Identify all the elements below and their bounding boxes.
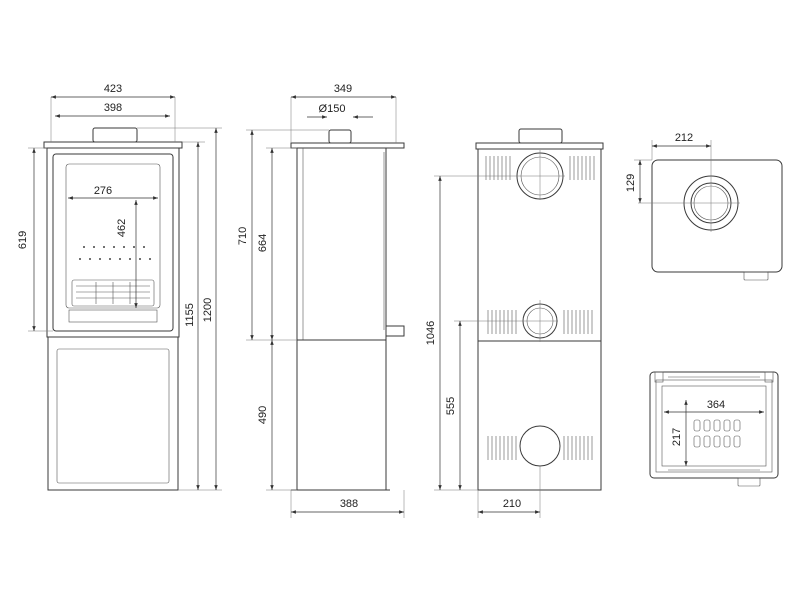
- front-width-inner-label: 398: [104, 102, 122, 114]
- side-top-height-label: 710: [237, 227, 249, 245]
- section-dim-inner-depth: 217: [671, 400, 688, 466]
- rear-view: [475, 128, 604, 491]
- front-width-outer-label: 423: [104, 83, 122, 95]
- side-base-height-label: 490: [257, 406, 269, 424]
- rear-top-outlet-height-label: 1046: [425, 321, 437, 345]
- front-grate: [71, 279, 155, 307]
- front-dim-width-outer: 423: [50, 83, 176, 142]
- side-dim-depth: 349: [290, 83, 397, 143]
- front-dim-glass-height: 462: [116, 200, 138, 308]
- side-flue-diameter-label: Ø150: [319, 103, 346, 115]
- rear-dim-rear-outlet-height: 555: [445, 320, 522, 490]
- front-glass-height-label: 462: [116, 219, 128, 237]
- side-dim-flue-diameter: Ø150: [307, 103, 373, 119]
- front-view: [43, 127, 183, 491]
- side-dim-body-height: 664: [257, 147, 297, 340]
- top-flue-offset-y-label: 129: [625, 174, 637, 192]
- section-inner-width-label: 364: [707, 399, 725, 411]
- section-inner-depth-label: 217: [671, 428, 683, 446]
- front-firebox-height-label: 619: [17, 231, 29, 249]
- rear-dim-base-width: 210: [477, 466, 541, 518]
- rear-base-width-label: 210: [503, 498, 521, 510]
- top-dim-flue-offset-y: 129: [625, 159, 652, 203]
- rear-rear-outlet-height-label: 555: [445, 397, 457, 415]
- side-base-depth-label: 388: [340, 498, 358, 510]
- front-burner-dots: [79, 246, 151, 260]
- side-view: [290, 129, 405, 491]
- side-dim-base-height: 490: [257, 340, 297, 491]
- top-view: [638, 140, 783, 281]
- front-glass-width-label: 276: [94, 185, 112, 197]
- top-dim-flue-offset-x: 212: [651, 132, 711, 160]
- front-total-height-label: 1200: [202, 298, 214, 322]
- top-flue-offset-x-label: 212: [675, 132, 693, 144]
- front-dim-glass-width: 276: [68, 185, 158, 200]
- front-dim-firebox-height: 619: [17, 147, 53, 332]
- section-grate-slots: [693, 419, 741, 448]
- side-dim-base-depth: 388: [290, 490, 405, 518]
- front-dim-width-inner: 398: [55, 102, 170, 118]
- front-flue-height-label: 1155: [184, 303, 196, 327]
- side-body-height-label: 664: [257, 234, 269, 252]
- rear-dim-top-outlet-height: 1046: [425, 175, 515, 491]
- side-depth-label: 349: [334, 83, 352, 95]
- section-dim-inner-width: 364: [664, 399, 764, 414]
- front-dim-flue-height: 1155: [178, 141, 222, 491]
- front-dim-total-height: 1200: [137, 127, 222, 490]
- side-dim-top-height: 710: [237, 129, 329, 341]
- section-view: [649, 371, 779, 487]
